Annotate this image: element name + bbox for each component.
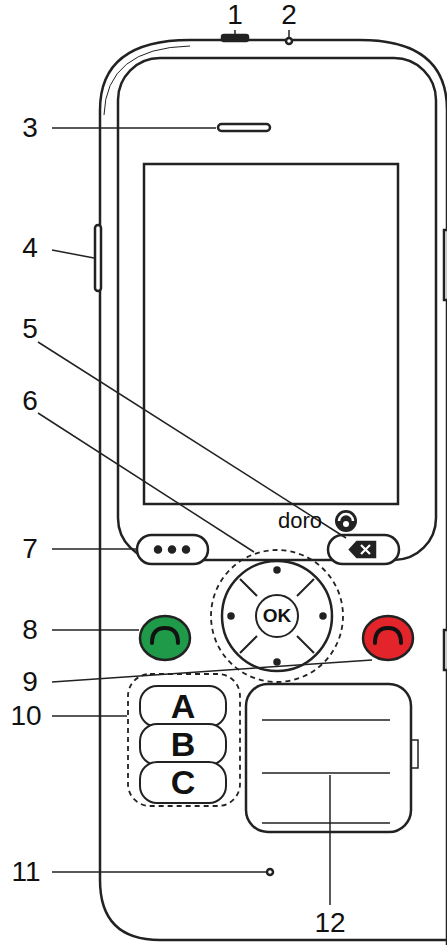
speed-dial-key: B [139,723,227,766]
callout-number: 9 [22,668,38,696]
callout-number: 7 [22,535,38,563]
key-label: A [171,687,196,726]
speed-dial-key: C [139,761,227,804]
callout-number: 4 [22,234,38,262]
speed-dial-key: A [139,685,227,728]
key-label: OK [263,605,292,627]
callout-number: 6 [22,387,38,415]
callout-number: 2 [281,1,297,29]
callout-number: 8 [22,616,38,644]
callout-number: 11 [11,858,40,886]
key-label: B [171,725,196,764]
callout-number: 1 [227,1,243,29]
callout-number: 12 [314,909,345,937]
callout-number: 3 [22,114,38,142]
key-label: C [171,763,196,802]
ok-button: OK [255,594,299,638]
brand-logo-text: doro [278,510,322,532]
callout-number: 10 [10,702,41,730]
callout-number: 5 [22,315,38,343]
